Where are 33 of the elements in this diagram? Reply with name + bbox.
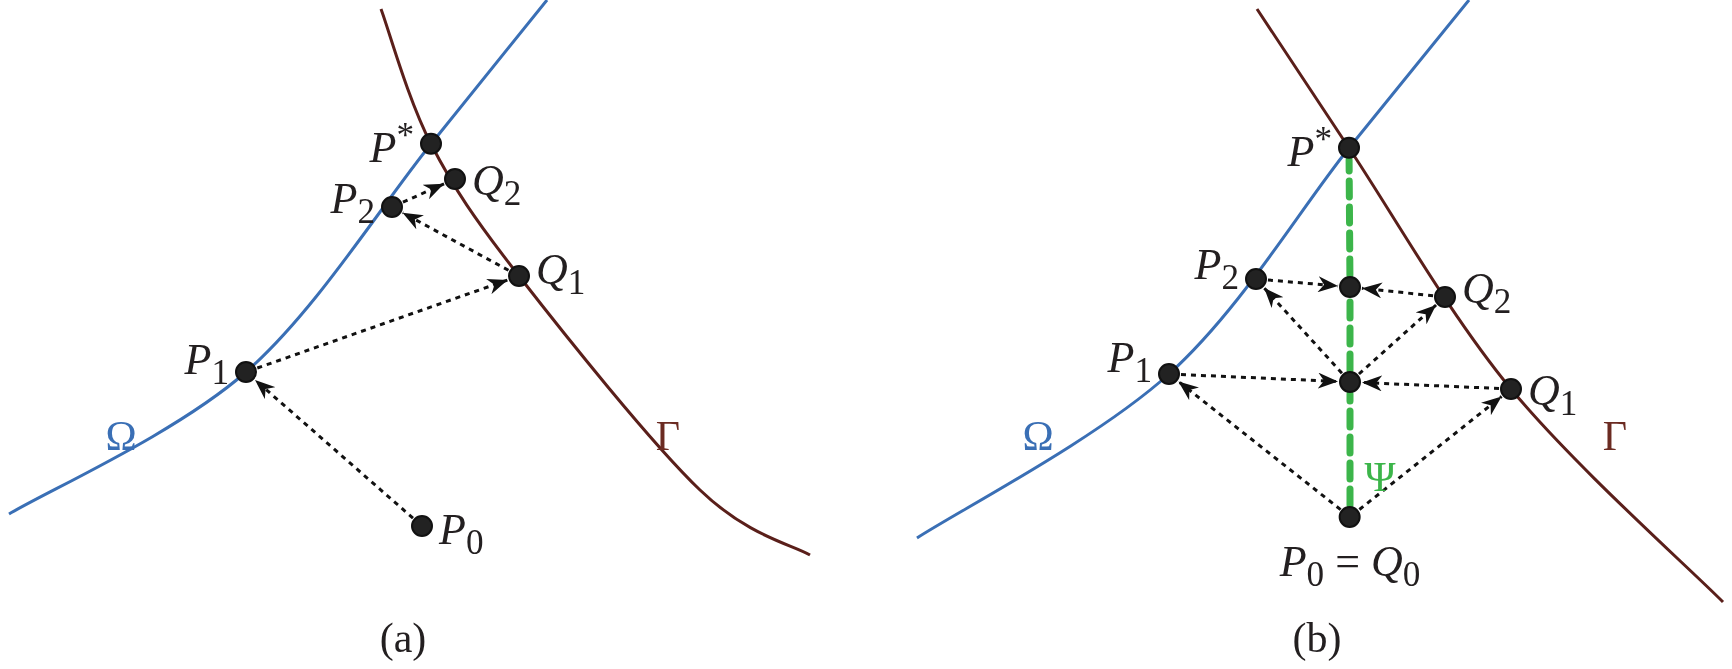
set-line bbox=[1345, 156, 1354, 279]
curve-label: Γ bbox=[655, 415, 681, 457]
arrow bbox=[1180, 372, 1339, 389]
point-label: P$^{*}$ bbox=[1287, 121, 1332, 175]
point-label: Q$_{2}$ bbox=[472, 159, 522, 211]
point-label: P$^{*}$ bbox=[369, 117, 414, 171]
arrow bbox=[1262, 286, 1344, 375]
point-label: P$_{1}$ bbox=[184, 338, 229, 390]
arrow bbox=[1361, 282, 1434, 299]
arrow bbox=[401, 211, 510, 272]
point-label: P$_{0}$ = Q$_{0}$ bbox=[1279, 540, 1421, 592]
arrow bbox=[1361, 375, 1500, 392]
panel-label: (b) bbox=[1292, 617, 1342, 659]
arrow bbox=[402, 182, 445, 204]
arrow bbox=[1358, 395, 1503, 511]
set-line bbox=[1346, 390, 1354, 509]
point-label: Q$_{1}$ bbox=[536, 248, 586, 300]
point-label: P$_{1}$ bbox=[1107, 336, 1152, 388]
arrow bbox=[1177, 380, 1342, 511]
curve-label: Ω bbox=[105, 415, 137, 457]
point-label: P$_{2}$ bbox=[1194, 243, 1239, 295]
arrow bbox=[254, 378, 414, 520]
panel-label: (a) bbox=[379, 617, 427, 659]
point-label: P$_{2}$ bbox=[330, 177, 375, 229]
point-label: P$_{0}$ bbox=[439, 508, 484, 560]
arrow bbox=[256, 278, 509, 370]
curve-label: Ψ bbox=[1364, 456, 1396, 498]
arrow bbox=[1267, 276, 1339, 293]
curve-label: Ω bbox=[1022, 415, 1054, 457]
point-label: Q$_{1}$ bbox=[1528, 369, 1578, 421]
arrow bbox=[1357, 303, 1438, 376]
point-label: Q$_{2}$ bbox=[1462, 267, 1512, 319]
curve-label: Γ bbox=[1602, 415, 1628, 457]
